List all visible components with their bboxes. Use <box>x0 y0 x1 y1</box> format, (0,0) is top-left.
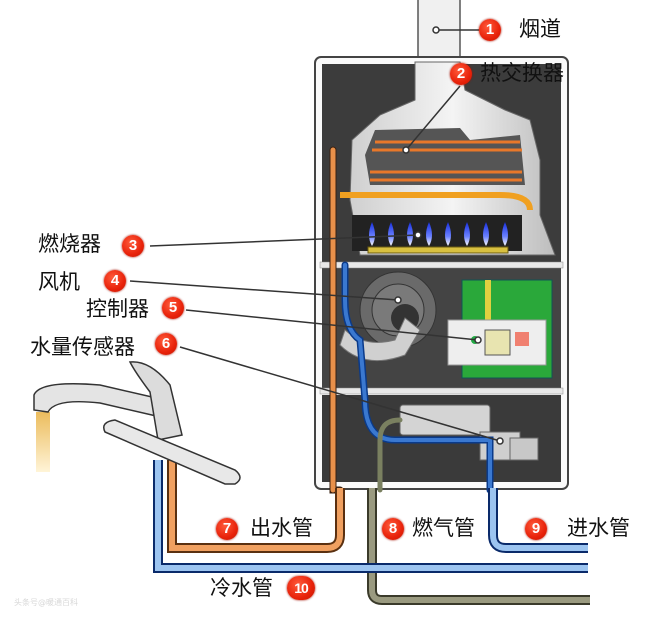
badge-3: 3 <box>122 235 144 257</box>
faucet <box>33 361 241 485</box>
badge-6: 6 <box>155 333 177 355</box>
flame <box>483 222 489 246</box>
label-burner: 燃烧器 <box>38 232 101 256</box>
watermark: 头条号@暖通百科 <box>14 598 78 607</box>
flame <box>445 222 451 246</box>
label-cold-water-pipe: 冷水管 <box>210 576 273 600</box>
burner-flames <box>369 222 508 246</box>
badge-9: 9 <box>525 518 547 540</box>
flame <box>388 222 394 246</box>
badge-2: 2 <box>450 63 472 85</box>
flame <box>426 222 432 246</box>
flame <box>369 222 375 246</box>
burner <box>352 215 522 254</box>
flame <box>464 222 470 246</box>
label-flue: 烟道 <box>519 17 561 41</box>
heat-exchanger <box>340 61 556 256</box>
badge-7: 7 <box>216 518 238 540</box>
label-water-sensor: 水量传感器 <box>30 335 135 359</box>
controller <box>447 279 553 379</box>
label-controller: 控制器 <box>86 297 149 321</box>
label-hot-outlet-pipe: 出水管 <box>250 516 313 540</box>
badge-5: 5 <box>162 297 184 319</box>
flame <box>502 222 508 246</box>
badge-4: 4 <box>104 270 126 292</box>
flame <box>407 222 413 246</box>
badge-10: 10 <box>287 576 315 600</box>
label-inlet-pipe: 进水管 <box>567 516 630 540</box>
external-pipes <box>153 460 590 605</box>
label-heat-exchanger: 热交换器 <box>480 61 564 85</box>
badge-8: 8 <box>382 518 404 540</box>
label-gas-pipe: 燃气管 <box>412 516 475 540</box>
label-fan: 风机 <box>38 270 80 294</box>
leader-lines <box>129 26 504 445</box>
badge-1: 1 <box>479 19 501 41</box>
